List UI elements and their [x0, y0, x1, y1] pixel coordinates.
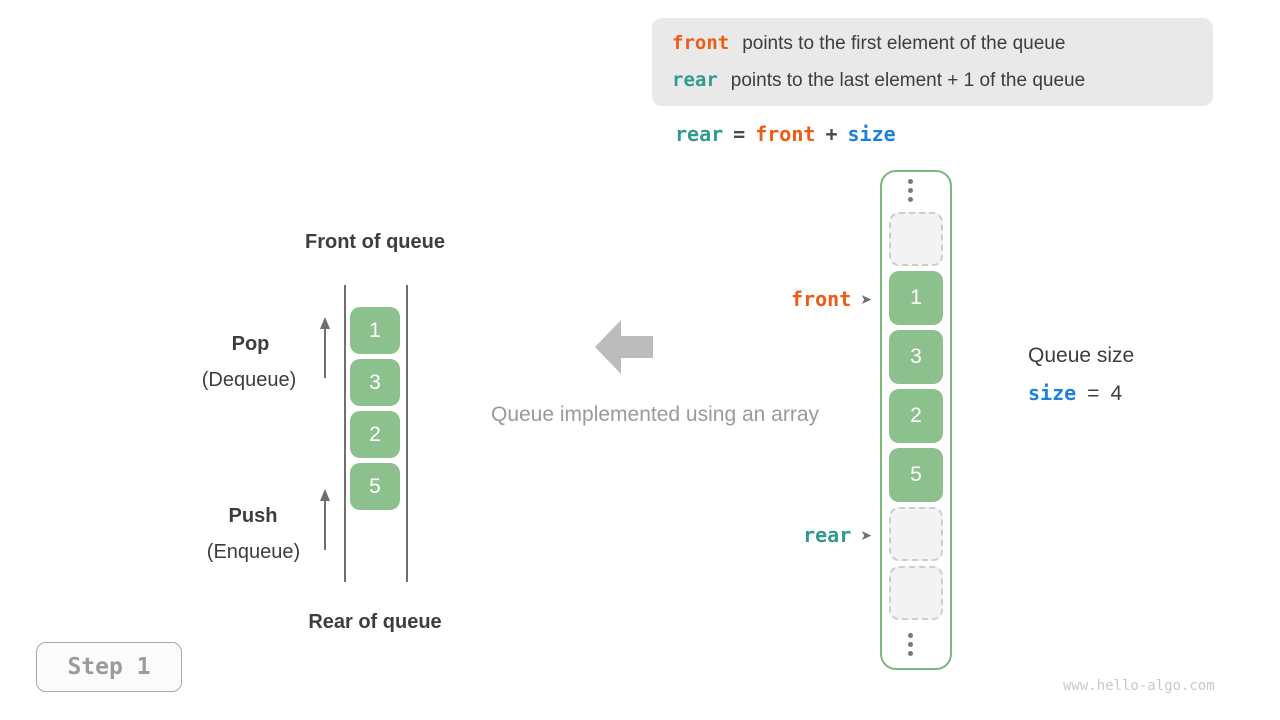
rear-keyword: rear — [672, 69, 718, 91]
dot — [908, 642, 913, 647]
size-keyword: size — [1028, 381, 1077, 405]
front-pointer-label: front — [791, 287, 852, 311]
step-badge: Step 1 — [36, 642, 182, 692]
formula-front: front — [755, 122, 816, 146]
legend-line-rear: rear points to the last element + 1 of th… — [672, 62, 1213, 99]
array-slot: 2 — [889, 389, 943, 443]
ellipsis-bottom-icon — [908, 633, 913, 656]
queue-size-value-line: size = 4 — [1028, 381, 1122, 406]
size-value: 4 — [1110, 382, 1123, 405]
formula-rear: rear — [675, 122, 724, 146]
dot — [908, 179, 913, 184]
array-slot-empty — [889, 507, 943, 561]
formula-plus: + — [825, 122, 838, 146]
size-equals: = — [1087, 382, 1100, 405]
watermark: www.hello-algo.com — [1063, 678, 1215, 694]
front-keyword: front — [672, 32, 730, 54]
cell-value: 1 — [910, 286, 922, 309]
dot — [908, 651, 913, 656]
pop-label: Pop — [231, 333, 270, 355]
push-arrow-icon — [320, 489, 330, 550]
rear-pointer-label: rear — [803, 523, 852, 547]
cell-value: 5 — [910, 463, 922, 486]
diagram-caption: Queue implemented using an array — [490, 403, 820, 426]
array-slot-empty — [889, 566, 943, 620]
cell-value: 1 — [369, 318, 381, 342]
front-pointer: front ➤ — [700, 285, 872, 313]
left-array-cell: 3 — [350, 359, 400, 406]
left-block-arrow-icon — [595, 320, 653, 374]
rear-of-queue-label: Rear of queue — [308, 611, 442, 633]
formula-size: size — [847, 122, 896, 146]
legend-rear-text: points to the last element + 1 of the qu… — [730, 70, 1086, 91]
pop-arrow-icon — [320, 317, 330, 378]
rear-pointer: rear ➤ — [700, 521, 872, 549]
legend-front-text: points to the first element of the queue — [742, 33, 1066, 54]
array-slot-empty — [889, 212, 943, 266]
array-right-wall — [406, 285, 408, 582]
cell-value: 3 — [910, 345, 922, 368]
array-slot: 1 — [889, 271, 943, 325]
array-slot: 5 — [889, 448, 943, 502]
dequeue-label: (Dequeue) — [201, 369, 297, 391]
formula-equals: = — [733, 122, 746, 146]
cell-value: 5 — [369, 474, 381, 498]
cell-value: 3 — [369, 370, 381, 394]
dot — [908, 197, 913, 202]
left-array-cell: 2 — [350, 411, 400, 458]
rear-pointer-arrow-icon: ➤ — [860, 527, 872, 543]
formula: rear = front + size — [675, 122, 896, 146]
legend-box: front points to the first element of the … — [652, 18, 1213, 106]
push-label: Push — [228, 505, 278, 527]
cell-value: 2 — [910, 404, 922, 427]
queue-size-title: Queue size — [1028, 344, 1135, 367]
cell-value: 2 — [369, 422, 381, 446]
dot — [908, 188, 913, 193]
legend-line-front: front points to the first element of the … — [672, 25, 1213, 62]
dot — [908, 633, 913, 638]
front-of-queue-label: Front of queue — [305, 231, 445, 253]
ellipsis-top-icon — [908, 179, 913, 202]
front-pointer-arrow-icon: ➤ — [860, 291, 872, 307]
array-left-wall — [344, 285, 346, 582]
step-badge-label: Step 1 — [67, 654, 151, 680]
left-array-cell: 1 — [350, 307, 400, 354]
left-array-cell: 5 — [350, 463, 400, 510]
enqueue-label: (Enqueue) — [206, 541, 301, 563]
array-slot: 3 — [889, 330, 943, 384]
